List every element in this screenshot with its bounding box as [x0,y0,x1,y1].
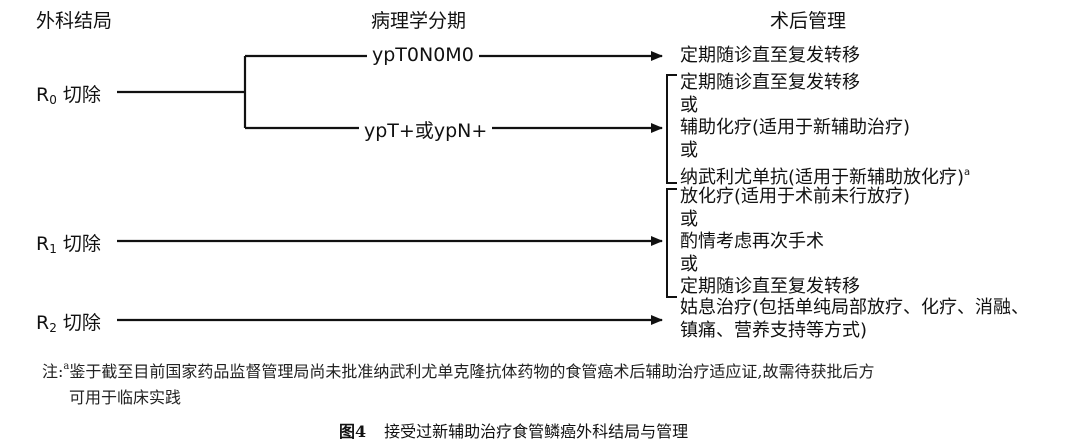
mgmt-line: 酌情考虑再次手术 [680,231,824,252]
header-surgical-outcome: 外科结局 [36,10,113,32]
footnote-continuation: 可用于临床实践 [69,388,182,407]
mgmt-line: 定期随诊直至复发转移 [680,45,860,66]
mgmt-line: 姑息治疗(包括单纯局部放疗、化疗、消融、 [680,297,1030,318]
r1-resection-label: R1 切除 [36,233,101,256]
footnote-marker: a [964,167,971,178]
mgmt-line: 定期随诊直至复发转移 [680,276,860,297]
mgmt-or: 或 [680,139,698,161]
mgmt-or: 或 [680,94,698,116]
mgmt-or: 或 [680,208,698,230]
figure-label: 图4 [339,422,367,441]
mgmt-line: 定期随诊直至复发转移 [680,72,860,93]
bracket-r0-residual [666,74,677,184]
header-pathological-stage: 病理学分期 [371,10,467,32]
r2-resection-label: R2 切除 [36,312,101,335]
mgmt-line: 镇痛、营养支持等方式) [680,319,868,341]
mgmt-r0-residual: 定期随诊直至复发转移 或 辅助化疗(适用于新辅助治疗) 或 纳武利尤单抗(适用于… [680,72,970,190]
bracket-r1 [666,188,677,298]
mgmt-line: 辅助化疗(适用于新辅助治疗) [680,117,911,138]
r0-resection-label: R0 切除 [36,84,101,107]
mgmt-r1: 放化疗(适用于术前未行放疗) 或 酌情考虑再次手术 或 定期随诊直至复发转移 [680,186,910,299]
mgmt-line: 放化疗(适用于术前未行放疗) [680,186,911,207]
footnote: 注:a鉴于截至目前国家药品监督管理局尚未批准纳武利尤单克隆抗体药物的食管癌术后辅… [42,361,875,381]
mgmt-line: 纳武利尤单抗(适用于新辅助放化疗)a [680,167,971,188]
mgmt-r2: 姑息治疗(包括单纯局部放疗、化疗、消融、 镇痛、营养支持等方式) [680,297,1029,342]
figure-caption: 图4 接受过新辅助治疗食管鳞癌外科结局与管理 [339,418,688,442]
mgmt-or: 或 [680,253,698,275]
figure-title: 接受过新辅助治疗食管鳞癌外科结局与管理 [384,422,689,441]
branch-label-complete-response: ypT0N0M0 [367,44,479,66]
branch-label-residual-disease: ypT+或ypN+ [359,116,493,143]
mgmt-r0-complete: 定期随诊直至复发转移 [680,45,860,68]
header-postop-management: 术后管理 [770,10,847,32]
